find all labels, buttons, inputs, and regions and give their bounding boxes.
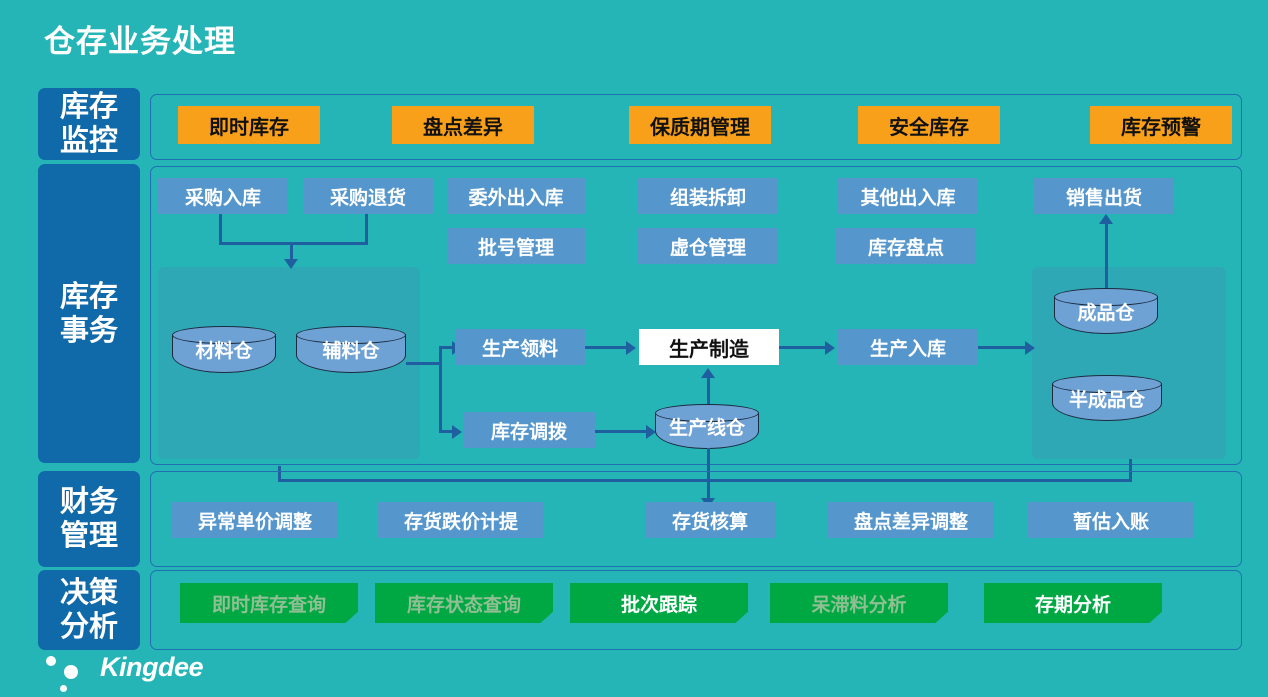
chip-stocktaking-variance[interactable]: 盘点差异 <box>392 106 534 144</box>
chip-instant-inventory[interactable]: 即时库存 <box>178 106 320 144</box>
arrow-right-to-finished-warehouse <box>1025 341 1035 355</box>
warehouse-label: 材料仓 <box>195 341 253 362</box>
connector-purchase-return-down <box>365 213 368 244</box>
warehouse-label: 辅料仓 <box>322 341 380 362</box>
cylinder-top <box>296 326 406 344</box>
arrow-up-to-sales-shipment <box>1099 214 1113 224</box>
chip-stock-transfer[interactable]: 库存调拨 <box>463 412 595 448</box>
chip-provisional-entry[interactable]: 暂估入账 <box>1028 502 1194 538</box>
chip-virtual-warehouse-management[interactable]: 虚仓管理 <box>638 228 778 264</box>
sidebar-label-line2: 管理 <box>59 520 118 552</box>
chip-subcontract-in-out[interactable]: 委外出入库 <box>447 178 585 214</box>
arrow-right-to-stock-transfer <box>452 425 462 439</box>
sidebar-item-finance-management[interactable]: 财务 管理 <box>38 471 140 567</box>
chip-other-in-out[interactable]: 其他出入库 <box>838 178 978 214</box>
warehouse-semi-finished[interactable]: 半成品仓 <box>1052 375 1162 421</box>
arrow-up-to-manufacture <box>701 368 715 378</box>
chip-stocktaking[interactable]: 库存盘点 <box>836 228 976 264</box>
panel-inventory-transaction <box>150 166 1242 465</box>
chip-inventory-alert[interactable]: 库存预警 <box>1090 106 1232 144</box>
connector-purchase-join <box>219 242 368 245</box>
connector-production-in-to-finished <box>978 346 1026 349</box>
warehouse-label: 半成品仓 <box>1068 389 1145 411</box>
chip-production-manufacture[interactable]: 生产制造 <box>639 329 779 365</box>
connector-finished-down <box>1129 459 1132 482</box>
chip-purchase-receipt[interactable]: 采购入库 <box>158 178 288 214</box>
sidebar-label-line2: 监控 <box>59 125 118 157</box>
chip-safety-stock[interactable]: 安全库存 <box>858 106 1000 144</box>
chip-purchase-return[interactable]: 采购退货 <box>303 178 433 214</box>
arrow-right-to-production-in <box>825 341 835 355</box>
panel-decision-analysis <box>150 570 1242 650</box>
page-title: 仓存业务处理 <box>44 24 236 59</box>
connector-transfer-to-line-warehouse <box>595 430 647 433</box>
connector-to-production-issue <box>439 346 454 349</box>
cylinder-top <box>1052 375 1162 393</box>
cylinder-top <box>655 404 759 422</box>
panel-finance-management <box>150 471 1242 567</box>
connector-line-warehouse-down <box>707 448 710 482</box>
logo-dot-1 <box>46 656 56 666</box>
sidebar-label-line1: 库存 <box>59 280 118 313</box>
connector-manufacture-to-production-in <box>779 346 826 349</box>
chip-abnormal-price-adjustment[interactable]: 异常单价调整 <box>172 502 338 538</box>
chip-sales-shipment[interactable]: 销售出货 <box>1034 178 1174 214</box>
chip-shelf-life-management[interactable]: 保质期管理 <box>629 106 771 144</box>
sidebar-label-line1: 库存 <box>59 91 118 123</box>
chip-batch-management[interactable]: 批号管理 <box>447 228 585 264</box>
sidebar-item-inventory-transaction[interactable]: 库存 事务 <box>38 164 140 463</box>
arrow-right-to-line-warehouse <box>646 425 656 439</box>
arrow-right-to-manufacture <box>626 341 636 355</box>
chip-variance-adjustment[interactable]: 盘点差异调整 <box>828 502 994 538</box>
connector-warehouse-branch <box>439 347 442 432</box>
logo-dot-3 <box>60 685 67 692</box>
logo-wordmark: Kingdee <box>100 652 204 682</box>
warehouse-material[interactable]: 材料仓 <box>172 326 276 373</box>
sidebar-label-line2: 分析 <box>59 611 118 643</box>
chip-storage-period-analysis[interactable]: 存期分析 <box>984 583 1162 623</box>
connector-finance-bus <box>278 479 1131 482</box>
panel-inventory-monitor <box>150 94 1242 160</box>
chip-production-receipt[interactable]: 生产入库 <box>838 329 978 365</box>
warehouse-auxiliary[interactable]: 辅料仓 <box>296 326 406 373</box>
connector-line-warehouse-up <box>707 376 710 408</box>
connector-purchase-in-down <box>219 213 222 244</box>
connector-to-inventory-accounting <box>707 479 710 501</box>
cylinder-top <box>172 326 276 344</box>
connector-purchase-to-warehouse <box>290 242 293 262</box>
chip-inventory-status-query[interactable]: 库存状态查询 <box>375 583 553 623</box>
sidebar-label-line1: 决策 <box>59 577 118 609</box>
chip-slow-moving-analysis[interactable]: 呆滞料分析 <box>770 583 948 623</box>
connector-to-stock-transfer <box>439 430 454 433</box>
connector-issue-to-manufacture <box>585 346 627 349</box>
logo-dot-2 <box>64 665 78 679</box>
chip-assembly-disassembly[interactable]: 组装拆卸 <box>638 178 778 214</box>
warehouse-finished-goods[interactable]: 成品仓 <box>1054 288 1158 334</box>
brand-logo: Kingdee <box>38 652 228 694</box>
sidebar-item-inventory-monitor[interactable]: 库存 监控 <box>38 88 140 160</box>
cylinder-top <box>1054 288 1158 306</box>
sidebar-item-decision-analysis[interactable]: 决策 分析 <box>38 570 140 650</box>
connector-warehouse-out <box>406 362 442 365</box>
chip-inventory-depreciation[interactable]: 存货跌价计提 <box>378 502 544 538</box>
arrow-down-to-material-warehouse <box>284 259 298 269</box>
warehouse-label: 生产线仓 <box>668 418 745 439</box>
chip-inventory-accounting[interactable]: 存货核算 <box>645 502 775 538</box>
chip-instant-inventory-query[interactable]: 即时库存查询 <box>180 583 358 623</box>
chip-production-issue[interactable]: 生产领料 <box>455 329 585 365</box>
sidebar-label-line1: 财务 <box>59 486 118 518</box>
sidebar-label-line2: 事务 <box>59 314 118 347</box>
warehouse-label: 成品仓 <box>1077 302 1135 324</box>
connector-finance-bus-left-end <box>278 466 281 480</box>
warehouse-production-line[interactable]: 生产线仓 <box>655 404 759 449</box>
chip-batch-tracking[interactable]: 批次跟踪 <box>570 583 748 623</box>
connector-finished-to-sales-up <box>1105 222 1108 288</box>
